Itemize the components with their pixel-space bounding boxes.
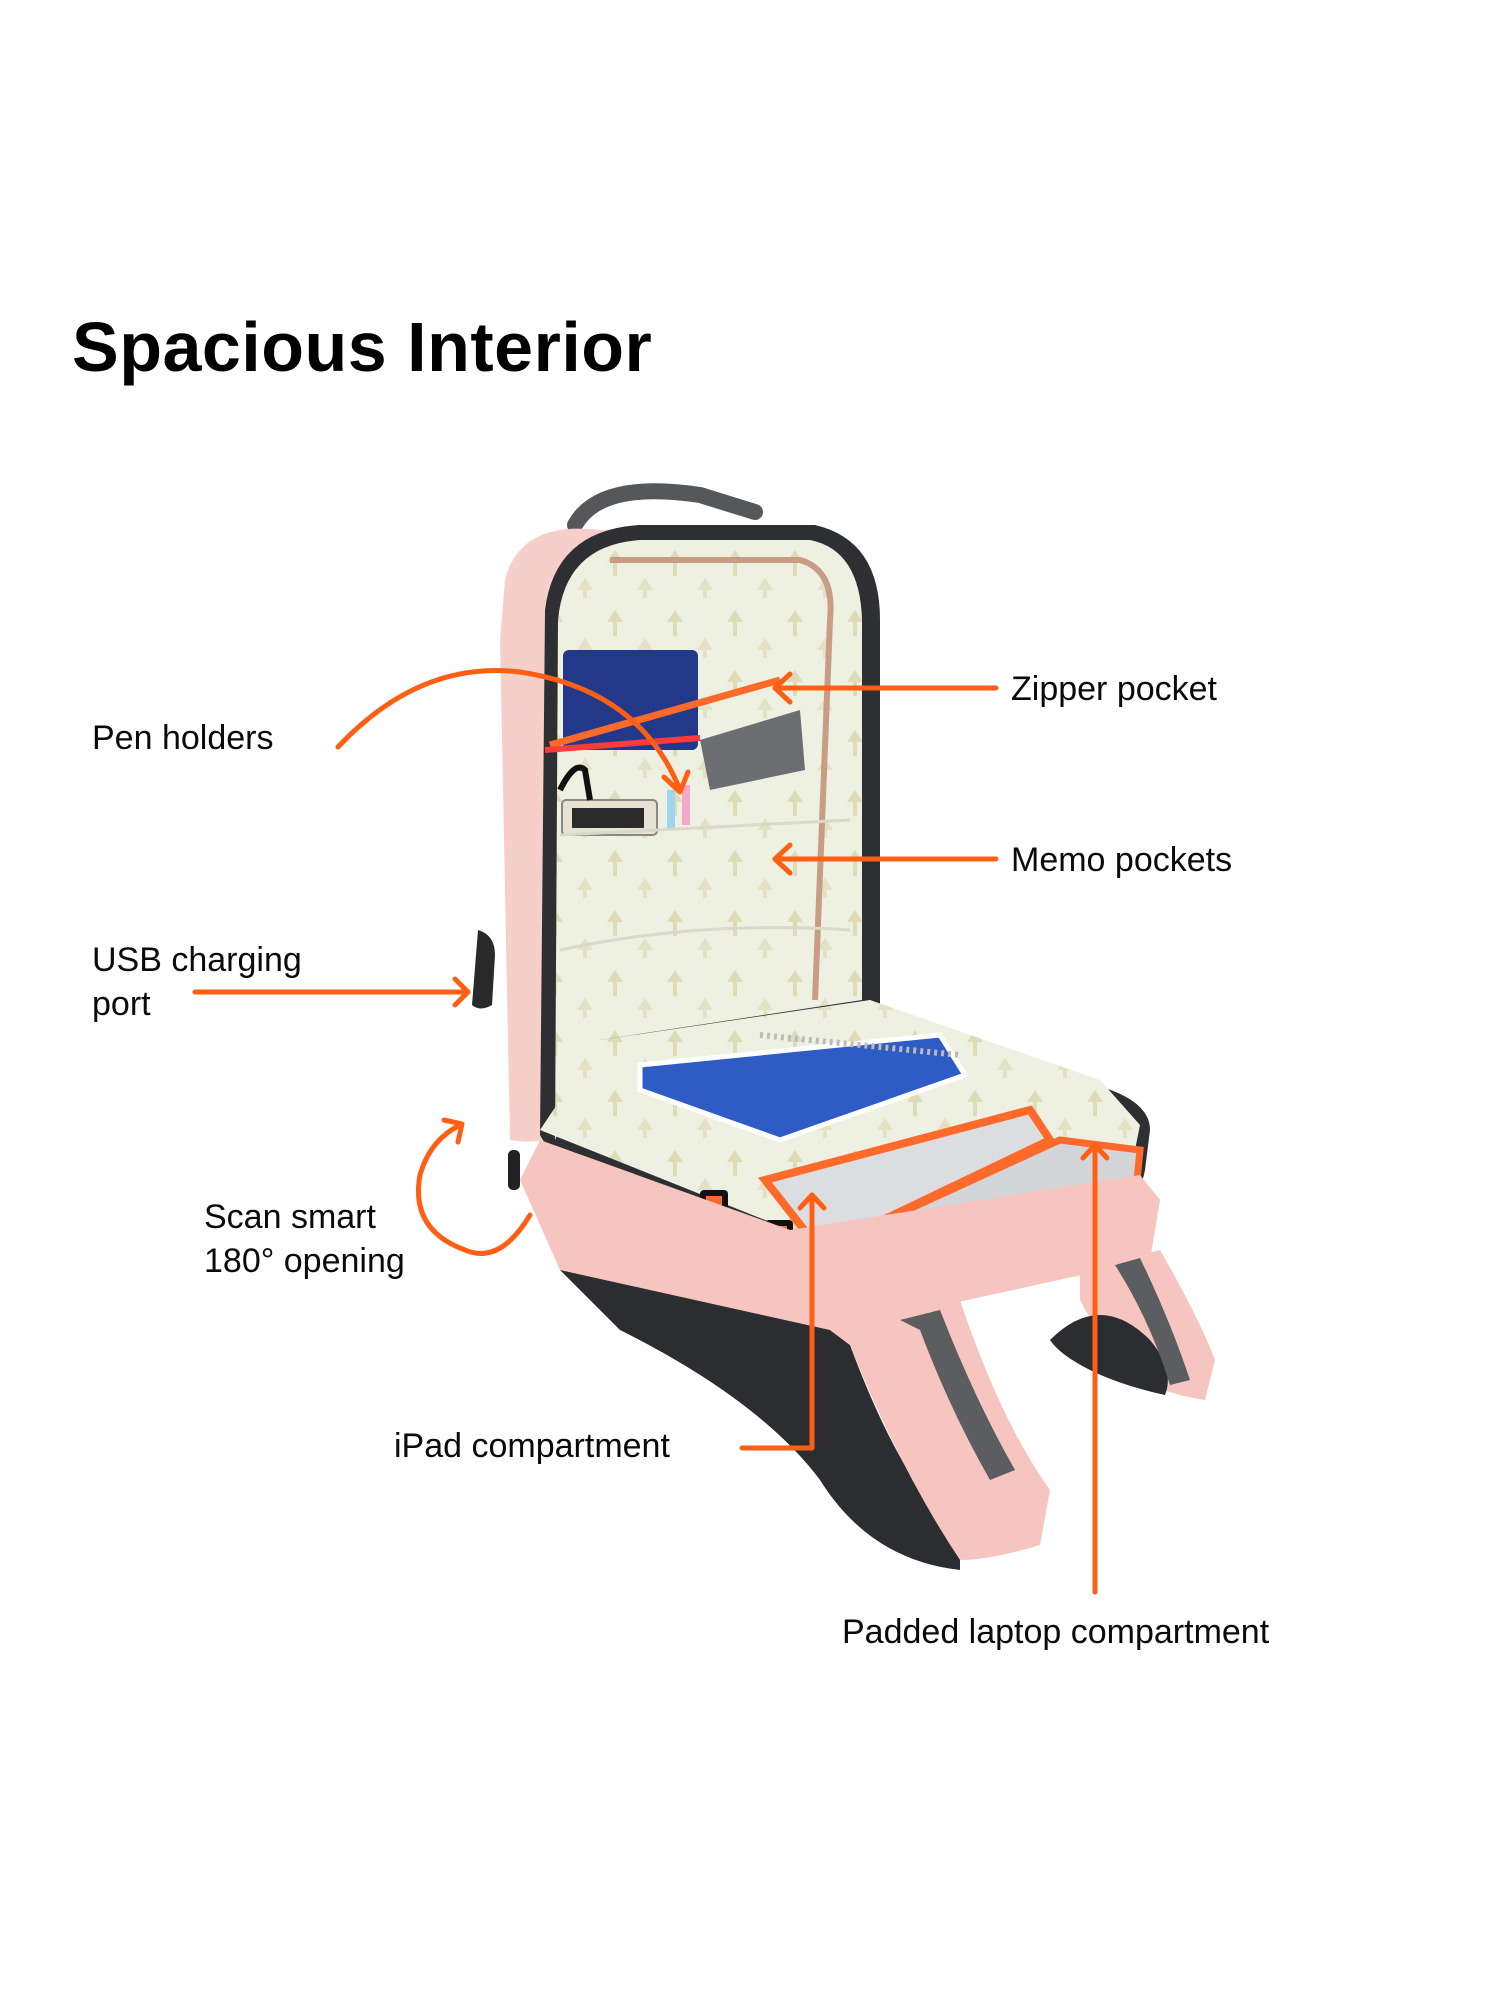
padded-laptop-compartment-label: Padded laptop compartment <box>842 1610 1269 1654</box>
usb-port <box>472 930 495 1009</box>
memo-pockets-label: Memo pockets <box>1011 838 1232 882</box>
ipad-compartment-text: iPad compartment <box>394 1427 670 1465</box>
ipad-compartment-arrow <box>739 1192 827 1451</box>
zipper-pocket-label: Zipper pocket <box>1011 667 1217 711</box>
pen-holders-label: Pen holders <box>92 716 273 760</box>
usb-charging-port-label: USB charging port <box>92 938 302 1026</box>
scan-smart-opening-arrow <box>416 1117 533 1256</box>
usb-charging-port-line-2: port <box>92 985 151 1023</box>
zipper-pocket-text: Zipper pocket <box>1011 670 1217 708</box>
ipad-compartment-label: iPad compartment <box>394 1424 670 1468</box>
usb-charging-port-line-1: USB charging <box>92 941 302 979</box>
memo-pockets-arrow <box>772 842 999 876</box>
memo-pockets-text: Memo pockets <box>1011 841 1233 879</box>
zipper-pocket-arrow <box>772 671 999 705</box>
pen-holders-text: Pen holders <box>92 719 274 757</box>
usb-charging-port-arrow <box>192 976 471 1008</box>
padded-laptop-compartment-text: Padded laptop compartment <box>842 1613 1270 1651</box>
scan-smart-opening-line-1: Scan smart <box>204 1198 376 1236</box>
padded-laptop-compartment-arrow <box>1080 1142 1110 1595</box>
scan-smart-opening-label: Scan smart 180° opening <box>204 1195 405 1283</box>
scan-smart-opening-line-2: 180° opening <box>204 1242 405 1280</box>
top-handle <box>567 483 763 533</box>
pen-holders-arrow <box>335 668 691 795</box>
page-title: Spacious Interior <box>72 308 653 386</box>
